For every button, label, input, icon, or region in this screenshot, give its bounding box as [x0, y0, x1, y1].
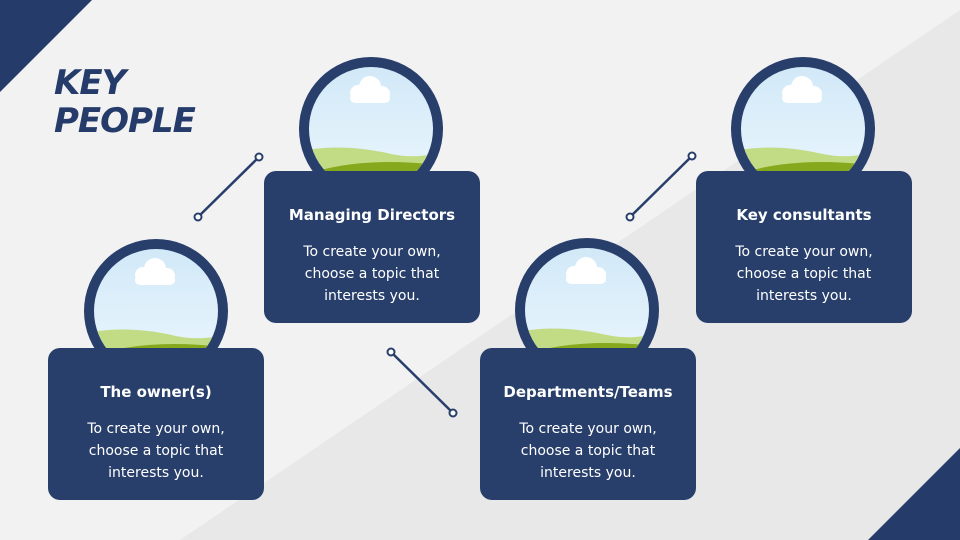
person-card-managing-directors[interactable]: Managing Directors To create your own, c… [264, 171, 480, 323]
card-description: To create your own, choose a topic that … [303, 244, 441, 304]
card-title: Key consultants [736, 206, 872, 224]
card-title: Departments/Teams [503, 383, 673, 401]
corner-triangle-bottom-right [868, 448, 960, 540]
card-title: The owner(s) [100, 383, 212, 401]
page-title: KEY PEOPLE [54, 63, 196, 141]
connector-1 [193, 152, 264, 222]
title-line-1: KEY [54, 63, 126, 103]
card-title: Managing Directors [288, 206, 456, 224]
person-card-key-consultants[interactable]: Key consultants To create your own, choo… [696, 171, 912, 323]
connector-3 [625, 151, 697, 222]
card-description: To create your own, choose a topic that … [519, 421, 657, 481]
card-description: To create your own, choose a topic that … [87, 421, 225, 481]
corner-triangle-top-left [0, 0, 92, 92]
person-card-departments-teams[interactable]: Departments/Teams To create your own, ch… [480, 348, 696, 500]
person-card-owner[interactable]: The owner(s) To create your own, choose … [48, 348, 264, 500]
title-line-2: PEOPLE [54, 101, 196, 141]
connector-2 [386, 347, 458, 418]
card-description: To create your own, choose a topic that … [735, 244, 873, 304]
